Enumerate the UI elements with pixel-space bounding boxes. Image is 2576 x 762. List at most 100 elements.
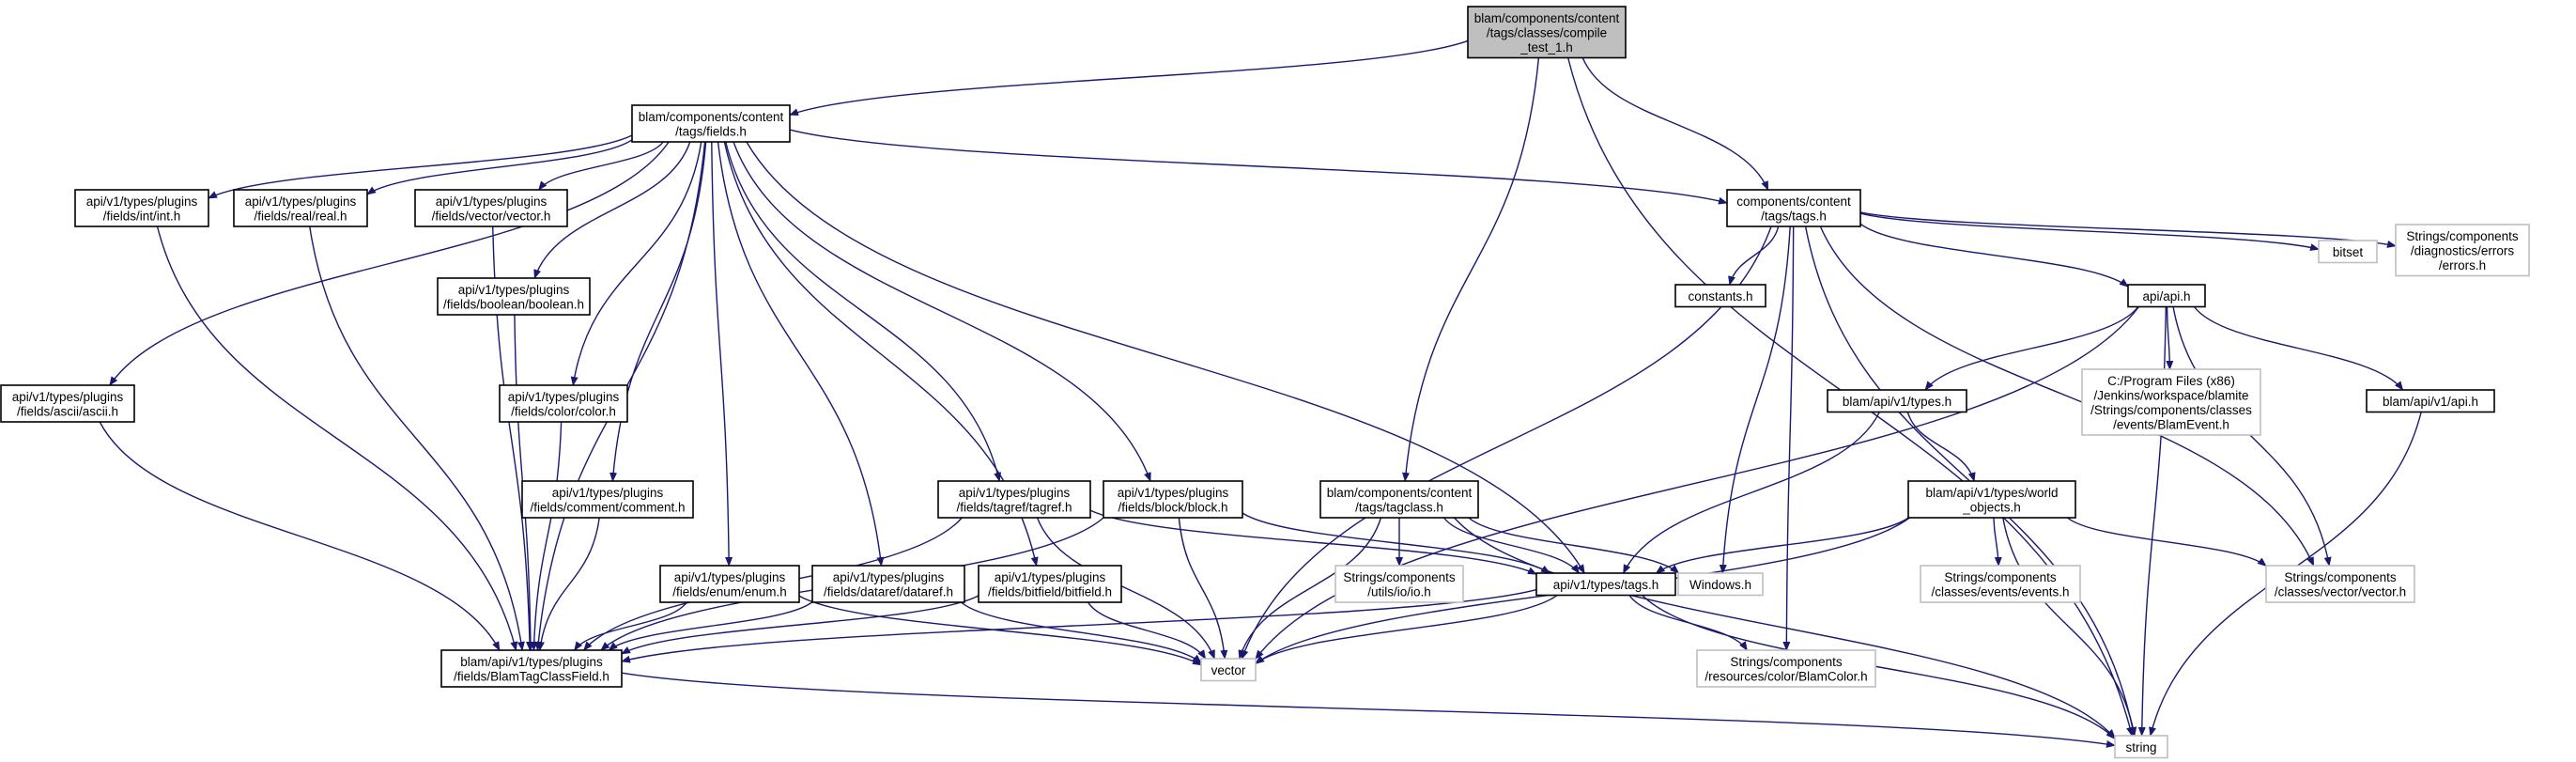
edge-tagclass-to-string [1454,517,2116,739]
node-label: Strings/components [2284,570,2397,584]
node-label: blam/components/content [1474,11,1620,25]
node-enum[interactable]: api/v1/types/plugins/fields/enum/enum.h [659,565,800,603]
edge-worldobj-to-v1tags [1655,517,1909,574]
node-box-vectorvec [2265,565,2415,603]
node-box-bitfield [978,565,1122,603]
node-label: /events/BlamEvent.h [2113,418,2229,432]
node-label: /classes/vector/vector.h [2275,585,2406,599]
node-label: blam/api/v1/types.h [1843,395,1951,409]
node-label: api/v1/types/plugins [436,194,548,209]
node-errors: Strings/components/diagnostics/errors/er… [2395,224,2530,277]
edge-btcf-to-string [621,672,2116,748]
node-bitfield[interactable]: api/v1/types/plugins/fields/bitfield/bit… [978,565,1122,603]
node-box-iolio [1334,565,1464,603]
node-label: constants.h [1688,289,1752,303]
edge-bitfield-to-btcf [621,595,979,655]
node-dataref[interactable]: api/v1/types/plugins/fields/dataref/data… [811,565,965,603]
node-label: vector [1211,663,1246,677]
node-comment[interactable]: api/v1/types/plugins/fields/comment/comm… [521,480,694,519]
edge-tagref-to-v1tags [1089,509,1537,575]
node-box-enum [659,565,800,603]
node-box-api_h [2127,284,2206,308]
edge-fields-to-vector_h [538,141,664,191]
node-box-worldobj [1907,480,2076,519]
node-label: api/v1/types/tags.h [1553,578,1659,592]
node-label: api/api.h [2142,289,2190,303]
node-box-errors [2395,224,2530,277]
edge-v1types-to-v1tags [1623,412,1880,574]
node-label: /fields/color/color.h [511,405,616,419]
node-label: /fields/comment/comment.h [530,501,685,515]
node-label: string [2125,740,2156,754]
node-box-fields [631,104,791,143]
node-label: Strings/components [1343,570,1456,584]
node-v1api[interactable]: blam/api/v1/api.h [2366,389,2495,413]
node-eventsh: Strings/components/classes/events/events… [1920,565,2081,603]
edge-tagref-to-vector [1036,517,1215,660]
node-vector: vector [1200,658,1257,682]
node-color[interactable]: api/v1/types/plugins/fields/color/color.… [499,384,628,423]
node-box-vector [1200,658,1257,682]
node-fields[interactable]: blam/components/content/tags/fields.h [631,104,791,143]
node-v1types[interactable]: blam/api/v1/types.h [1827,389,1967,413]
node-int[interactable]: api/v1/types/plugins/fields/int/int.h [74,189,209,227]
edge-v1tags-to-string [1642,595,2116,739]
node-box-blamevent [2081,368,2261,436]
node-tagclass[interactable]: blam/components/content/tags/tagclass.h [1319,480,1479,519]
edge-worldobj-to-string [2002,517,2137,737]
node-label: api/v1/types/plugins [12,390,124,404]
edge-enum-to-btcf [574,601,687,651]
node-label: /fields/boolean/boolean.h [443,298,584,312]
node-box-tags_h [1726,189,1861,227]
node-label: /utils/io/io.h [1367,585,1431,599]
node-label: api/v1/types/plugins [86,194,198,209]
node-box-ascii [0,384,135,423]
node-ascii[interactable]: api/v1/types/plugins/fields/ascii/ascii.… [0,384,135,423]
node-box-dataref [811,565,965,603]
edge-block-to-vector [1178,517,1228,660]
node-box-int [74,189,209,227]
node-box-blamcolor [1696,649,1876,688]
node-label: api/v1/types/plugins [458,283,570,297]
node-worldobj[interactable]: blam/api/v1/types/world_objects.h [1907,480,2076,519]
edge-v1tags-to-btcf [621,588,1537,663]
node-label: Strings/components [1944,570,2057,584]
node-btcf[interactable]: blam/api/v1/types/plugins/fields/BlamTag… [440,649,623,688]
edge-api_h-to-vectorvec [2172,306,2332,567]
node-real[interactable]: api/v1/types/plugins/fields/real/real.h [233,189,368,227]
node-box-constants [1674,284,1766,308]
node-label: Strings/components [1730,655,1843,669]
node-v1tags[interactable]: api/v1/types/tags.h [1535,572,1676,597]
node-label: /fields/real/real.h [254,210,347,224]
node-label: _test_1.h [1519,40,1573,54]
node-label: /fields/bitfield/bitfield.h [988,585,1112,599]
node-label: C:/Program Files (x86) [2107,374,2235,388]
edge-tags_h-to-blamcolor [1782,225,1795,651]
node-constants[interactable]: constants.h [1674,284,1766,308]
node-vectorvec: Strings/components/classes/vector/vector… [2265,565,2415,603]
node-vector_h[interactable]: api/v1/types/plugins/fields/vector/vecto… [414,189,568,227]
edge-fields-to-dataref [717,141,885,567]
edge-block-to-v1tags [1242,512,1550,574]
node-box-tagref [937,480,1091,519]
node-block[interactable]: api/v1/types/plugins/fields/block/block.… [1103,480,1243,519]
nodes-layer: blam/components/content/tags/classes/com… [0,6,2530,759]
edge-dataref-to-btcf [608,601,813,651]
node-label: api/v1/types/plugins [508,390,620,404]
edge-tagclass-to-v1tags [1442,517,1580,574]
edges-layer [99,39,2422,748]
node-tags_h[interactable]: components/content/tags/tags.h [1726,189,1861,227]
edge-tags_h-to-errors [1859,211,2397,248]
edge-int-to-btcf [156,225,518,651]
node-tagref[interactable]: api/v1/types/plugins/fields/tagref/tagre… [937,480,1091,519]
edge-root-to-fields [789,39,1469,117]
node-root[interactable]: blam/components/content/tags/classes/com… [1467,6,1627,59]
node-box-string [2114,735,2168,759]
node-api_h[interactable]: api/api.h [2127,284,2206,308]
node-boolean[interactable]: api/v1/types/plugins/fields/boolean/bool… [437,277,591,316]
edge-api_h-to-v1api [2193,306,2404,391]
edge-fields-to-ascii [109,141,670,386]
node-box-block [1103,480,1243,519]
node-label: /fields/BlamTagClassField.h [454,670,609,684]
node-label: /fields/block/block.h [1118,501,1227,515]
